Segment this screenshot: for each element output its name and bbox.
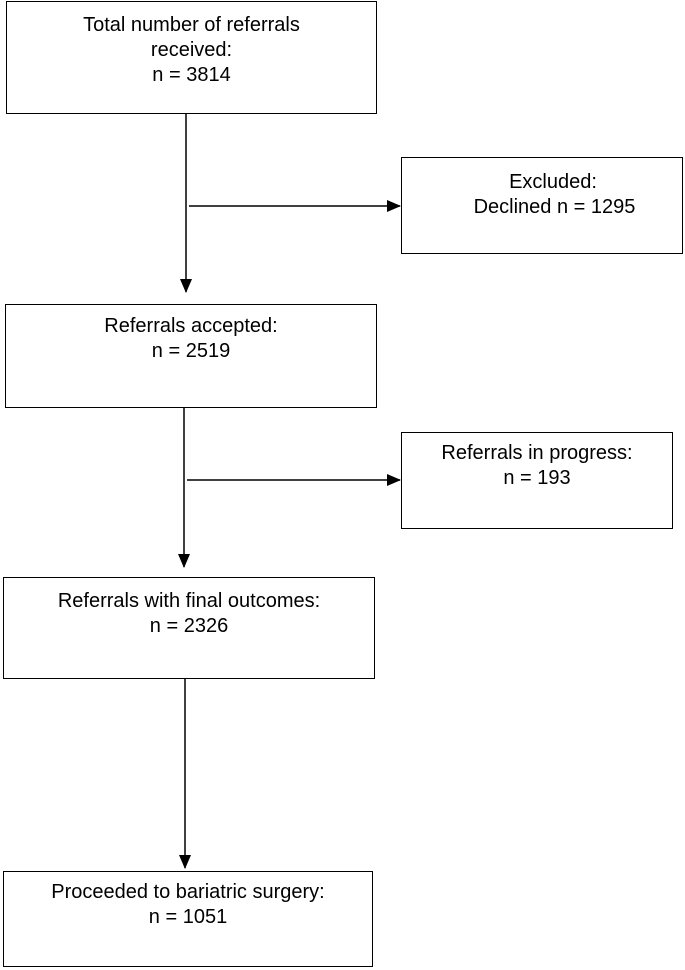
final-outcomes-box: Referrals with final outcomes: n = 2326 [3,577,375,679]
referrals-in-progress-count: n = 193 [503,467,571,489]
total-referrals-box: Total number of referrals received: n = … [6,1,377,114]
bariatric-surgery-box: Proceeded to bariatric surgery: n = 1051 [3,871,373,967]
final-outcomes-label: Referrals with final outcomes: [57,590,321,612]
referrals-accepted-box: Referrals accepted: n = 2519 [5,304,377,408]
referrals-accepted-label: Referrals accepted: [104,315,278,337]
excluded-box: Excluded: Declined n = 1295 [401,157,683,254]
total-referrals-label-line2: received: [150,39,233,61]
total-referrals-label-line1: Total number of referrals [83,14,300,36]
total-referrals-count: n = 3814 [152,64,231,86]
excluded-label: Excluded: [509,171,597,193]
bariatric-surgery-label: Proceeded to bariatric surgery: [51,881,325,903]
referrals-accepted-count: n = 2519 [151,340,231,362]
referrals-in-progress-box: Referrals in progress: n = 193 [401,432,673,529]
final-outcomes-count: n = 2326 [149,615,229,637]
referrals-in-progress-label: Referrals in progress: [441,442,633,464]
excluded-declined-count: Declined n = 1295 [473,196,636,218]
bariatric-surgery-count: n = 1051 [148,906,228,928]
